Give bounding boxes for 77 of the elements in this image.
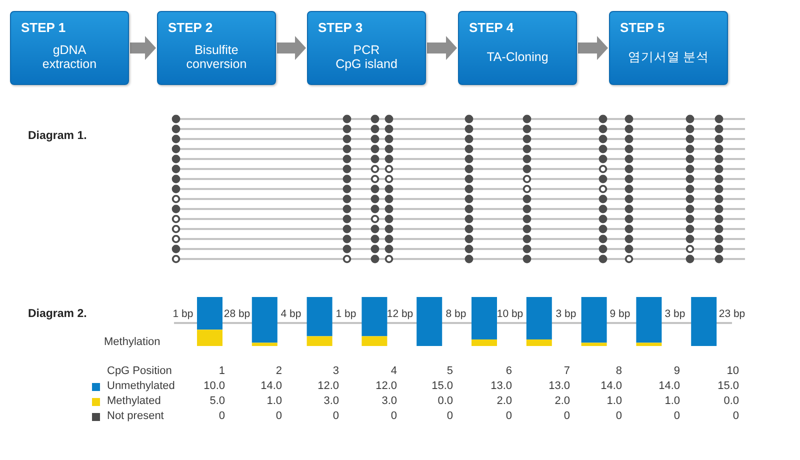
base-pair-label: 28 bp (224, 308, 250, 321)
diagram-label: Diagram 2. (28, 308, 87, 321)
table-value: 0 (390, 410, 397, 423)
legend-label: Not present (107, 410, 164, 423)
chart-label: Methylation (104, 336, 160, 349)
table-value: 13.0 (490, 380, 512, 393)
legend-label: Methylated (107, 395, 161, 408)
table-value: 0 (276, 410, 282, 423)
table-value: 1.0 (606, 395, 622, 408)
position-number: 9 (674, 365, 680, 378)
step-number: STEP 3 (318, 20, 363, 36)
base-pair-label: 23 bp (718, 308, 746, 321)
arrow (427, 36, 457, 60)
arrow (277, 36, 306, 60)
base-pair-label: 12 bp (386, 308, 414, 321)
table-header: CpG Position (107, 365, 172, 378)
table-value: 12.0 (376, 380, 397, 393)
table-value: 0 (218, 410, 225, 423)
table-value: 15.0 (718, 380, 739, 393)
position-number: 2 (276, 365, 282, 378)
base-pair-label: 3 bp (556, 308, 576, 321)
table-value: 0 (332, 410, 339, 423)
step-label: 염기서열 분석 (628, 50, 710, 64)
position-number: 8 (616, 365, 622, 378)
base-pair-label: 1 bp (172, 308, 194, 321)
table-value: 0.0 (438, 395, 453, 408)
table-value: 15.0 (432, 380, 453, 393)
base-pair-label: 10 bp (496, 308, 524, 321)
table-value: 0 (616, 410, 622, 423)
table-value: 0 (732, 410, 739, 423)
diagram-label: Diagram 1. (28, 130, 87, 143)
step-number: STEP 4 (469, 20, 514, 36)
step-box (157, 11, 276, 85)
position-number: 1 (218, 365, 225, 378)
position-number: 4 (390, 365, 397, 378)
table-value: 3.0 (324, 395, 339, 408)
legend-label: Unmethylated (107, 380, 175, 393)
step-number: STEP 1 (21, 20, 66, 36)
table-value: 3.0 (382, 395, 397, 408)
table-value: 14.0 (658, 380, 680, 393)
step-label: Bisulfite conversion (186, 43, 247, 71)
table-value: 13.0 (548, 380, 570, 393)
table-value: 0 (506, 410, 512, 423)
step-label: TA-Cloning (486, 50, 548, 64)
position-number: 7 (564, 365, 570, 378)
table-value: 2.0 (496, 395, 512, 408)
table-value: 14.0 (260, 380, 282, 393)
table-value: 0 (674, 410, 680, 423)
step-number: STEP 2 (168, 20, 213, 36)
table-value: 0 (446, 410, 453, 423)
position-number: 5 (446, 365, 453, 378)
table-value: 1.0 (664, 395, 680, 408)
step-label: PCR CpG island (336, 43, 398, 71)
table-value: 5.0 (210, 395, 225, 408)
table-value: 0 (564, 410, 570, 423)
table-value: 10.0 (204, 380, 225, 393)
step-box (307, 11, 426, 85)
step-box (10, 11, 129, 85)
step-box (609, 11, 728, 85)
position-number: 10 (726, 365, 739, 378)
step-number: STEP 5 (620, 20, 665, 36)
table-value: 12.0 (318, 380, 339, 393)
base-pair-label: 1 bp (336, 308, 356, 321)
position-number: 3 (332, 365, 339, 378)
arrow (578, 36, 608, 60)
step-box (458, 11, 577, 85)
base-pair-label: 9 bp (610, 308, 630, 321)
base-pair-label: 8 bp (446, 308, 466, 321)
base-pair-label: 3 bp (664, 308, 686, 321)
step-label: gDNA extraction (42, 43, 97, 71)
position-number: 6 (506, 365, 512, 378)
table-value: 1.0 (266, 395, 282, 408)
arrow (130, 36, 156, 60)
table-value: 0.0 (724, 395, 739, 408)
table-value: 2.0 (554, 395, 570, 408)
base-pair-label: 4 bp (280, 308, 302, 321)
table-value: 14.0 (600, 380, 622, 393)
